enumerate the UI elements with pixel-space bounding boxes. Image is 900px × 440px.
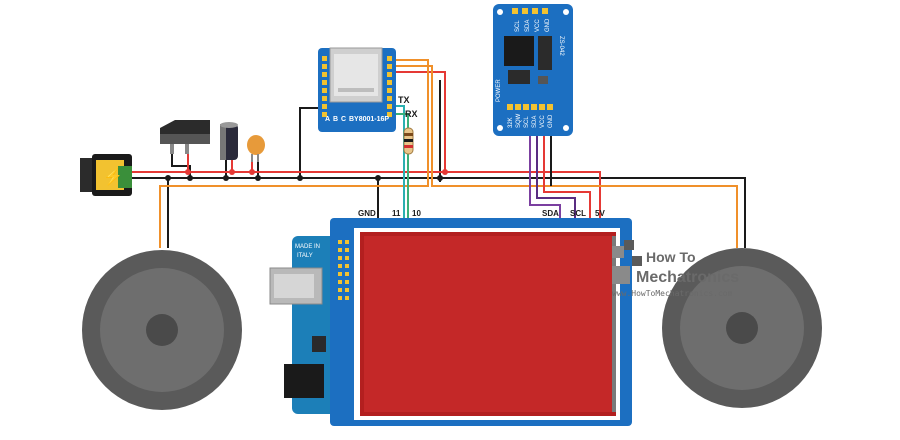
logo-gear-icon: [612, 240, 642, 284]
label-scl: SCL: [570, 209, 586, 218]
label-pin-10: 10: [412, 209, 421, 218]
wire-tx: [395, 105, 405, 218]
wire-speaker-right: [395, 65, 738, 248]
label-sda: SDA: [542, 209, 559, 218]
speaker-right: [662, 248, 822, 408]
dc-jack: ⚡: [80, 154, 132, 196]
label-5v: 5V: [595, 209, 605, 218]
mp3-pin-b: B: [333, 116, 338, 123]
rtc-bottom-pin-sqw: SQW: [516, 113, 522, 128]
wires: [132, 59, 746, 248]
ceramic-capacitor: [247, 135, 265, 162]
logo-url: www.HowToMechatronics.com: [612, 289, 733, 298]
rtc-chip-code: ZS-042: [558, 36, 564, 56]
rtc-top-pin-gnd: GND: [545, 18, 551, 32]
made-in-label-line1: MADE IN: [295, 244, 320, 250]
mp3-module: A B C BY8001-16P: [318, 47, 396, 132]
logo-line1: How To: [646, 249, 696, 265]
made-in-label-line2: ITALY: [297, 253, 313, 259]
label-pin-11: 11: [392, 209, 401, 218]
junctions: [165, 169, 448, 181]
mp3-pin-a: A: [325, 116, 330, 123]
resistor: [403, 127, 414, 155]
wire-sda: [529, 130, 561, 218]
rtc-bottom-pin-vcc: VCC: [540, 115, 546, 128]
wire-power-mp3: [395, 71, 446, 172]
electrolytic-capacitor: [220, 122, 238, 160]
tx-label: TX: [398, 95, 410, 105]
label-gnd: GND: [358, 209, 376, 218]
wire-rtc-vcc: [543, 130, 591, 218]
rtc-top-pin-sda: SDA: [525, 20, 531, 32]
wire-scl: [536, 130, 576, 218]
mp3-model-label: BY8001-16P: [349, 116, 389, 123]
rtc-bottom-pin-sda: SDA: [532, 116, 538, 128]
wire-ground-mp3: [299, 107, 322, 178]
lightning-icon: ⚡: [103, 167, 123, 186]
wire-speaker-left: [159, 59, 429, 248]
rtc-top-pin-vcc: VCC: [535, 19, 541, 32]
mp3-pin-c: C: [341, 116, 346, 123]
rtc-bottom-pin-gnd: GND: [548, 114, 554, 128]
wire-ground-bus: [132, 177, 746, 248]
rtc-bottom-pin-32k: 32K: [508, 117, 514, 128]
rtc-power-label: POWER: [496, 79, 502, 102]
speaker-left: [82, 250, 242, 410]
rx-label: RX: [405, 109, 418, 119]
tft-display-shield: [330, 218, 632, 426]
rtc-bottom-pin-scl: SCL: [524, 116, 530, 128]
wire-rx: [395, 113, 409, 218]
wire-power-bus: [132, 171, 601, 218]
power-switch: [160, 120, 210, 154]
rtc-top-pin-scl: SCL: [515, 20, 521, 32]
logo-line2: Mechatronics: [636, 269, 739, 286]
arduino-board: MADE IN ITALY: [269, 236, 338, 414]
rtc-module: SCL SDA VCC GND POWER ZS-042 32K SQW SCL…: [493, 4, 573, 136]
how-to-mechatronics-logo: How To Mechatronics www.HowToMechatronic…: [612, 240, 739, 298]
